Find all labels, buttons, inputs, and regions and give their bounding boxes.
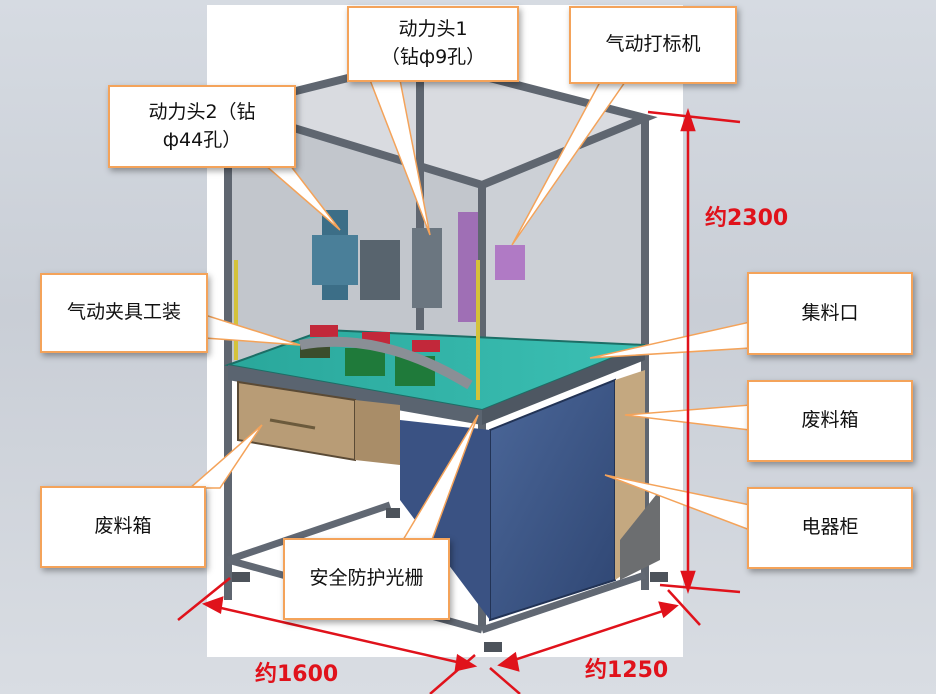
dimension-depth: 约1250 <box>585 658 669 683</box>
power-heads <box>312 210 525 322</box>
power-head-1-label: 动力头1 （钻ф9孔） <box>380 18 486 68</box>
fixtures <box>299 325 473 390</box>
callout-waste-bin-left: 废料箱 <box>40 486 206 568</box>
cabinet-front-left <box>400 420 490 620</box>
waste-bin-right-label: 废料箱 <box>801 409 859 432</box>
leveling-feet <box>232 508 668 652</box>
collect-port-label: 集料口 <box>801 301 859 324</box>
drawer-side <box>355 400 400 465</box>
callout-pneumatic-marker: 气动打标机 <box>569 6 737 84</box>
waste-bin-left-label: 废料箱 <box>94 515 152 538</box>
dimension-width: 约1600 <box>255 662 339 687</box>
power-head-2-label: 动力头2（钻 ф44孔） <box>148 100 256 151</box>
callout-collect-port: 集料口 <box>747 272 913 355</box>
pneumatic-fixture-label: 气动夹具工装 <box>66 301 181 324</box>
callout-pneumatic-fixture: 气动夹具工装 <box>40 273 208 353</box>
callout-power-head-2: 动力头2（钻 ф44孔） <box>108 85 296 168</box>
callout-electric-cabinet: 电器柜 <box>747 487 913 569</box>
callout-power-head-1: 动力头1 （钻ф9孔） <box>347 6 519 82</box>
dimension-height: 约2300 <box>705 206 789 231</box>
table-edge-side <box>482 345 645 425</box>
table-edge-front <box>228 365 482 425</box>
support-plate <box>620 490 660 580</box>
callout-waste-bin-right: 废料箱 <box>747 380 913 462</box>
drawer-handle <box>269 418 316 430</box>
light-curtain-label: 安全防护光栅 <box>309 567 424 590</box>
electric-cabinet-label: 电器柜 <box>801 516 859 539</box>
dimension-lines <box>177 108 741 694</box>
callout-light-curtain: 安全防护光栅 <box>283 538 450 620</box>
pneumatic-marker-label: 气动打标机 <box>605 33 701 56</box>
